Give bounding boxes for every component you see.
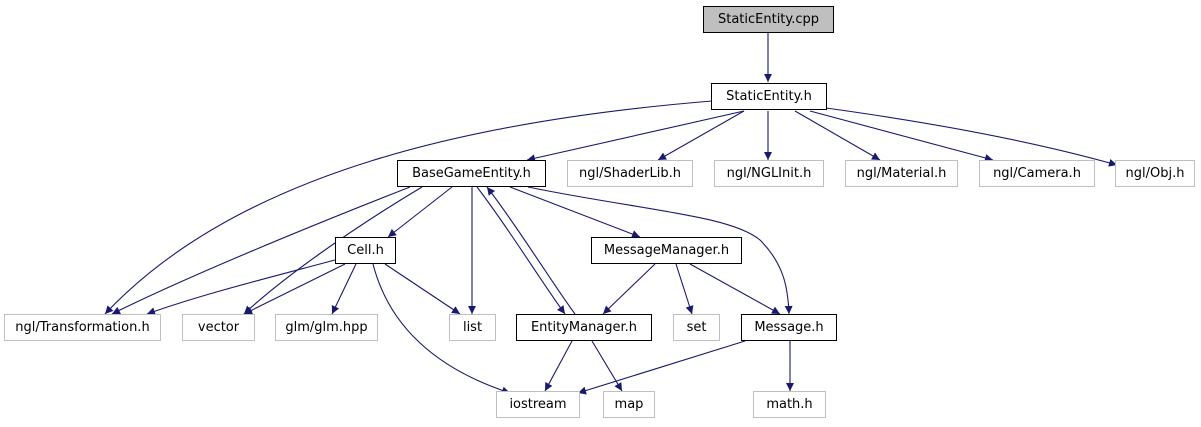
edge-basegameentity-h-to-messagemanager-h	[509, 186, 641, 238]
edge-messagemanager-h-to-message-h	[689, 263, 781, 315]
edge-staticentity-h-to-ngl-obj-h	[825, 107, 1118, 167]
edge-basegameentity-h-to-entitymanager-h	[476, 186, 566, 315]
edge-cell-h-to-vector	[243, 263, 346, 315]
node-math-h[interactable]: math.h	[753, 391, 826, 418]
edge-cell-h-to-ngl-transformation-h	[146, 259, 336, 316]
node-ngl-nglinit-h[interactable]: ngl/NGLInit.h	[714, 160, 824, 187]
node-ngl-transformation-h[interactable]: ngl/Transformation.h	[4, 314, 161, 341]
edge-basegameentity-h-to-vector	[243, 186, 423, 315]
node-set[interactable]: set	[673, 314, 720, 341]
edge-message-h-to-iostream	[577, 340, 746, 395]
edge-basegameentity-h-to-message-h	[527, 186, 793, 315]
edge-entitymanager-h-to-iostream	[544, 340, 573, 392]
edge-cell-h-to-glm-glm-hpp	[331, 263, 357, 315]
edge-staticentity-h-to-ngl-transformation-h	[104, 100, 713, 315]
edge-cell-h-to-iostream	[372, 263, 511, 395]
edge-staticentity-h-to-ngl-shaderlib-h	[657, 110, 745, 161]
node-vector[interactable]: vector	[182, 314, 255, 341]
node-map[interactable]: map	[603, 391, 655, 418]
edge-messagemanager-h-to-entitymanager-h	[602, 263, 656, 315]
node-list[interactable]: list	[449, 314, 496, 341]
edge-messagemanager-h-to-set	[675, 263, 694, 315]
edge-entitymanager-h-to-map	[591, 340, 623, 392]
node-staticentity-cpp[interactable]: StaticEntity.cpp	[703, 6, 834, 33]
node-ngl-obj-h[interactable]: ngl/Obj.h	[1115, 160, 1195, 187]
node-ngl-shaderlib-h[interactable]: ngl/ShaderLib.h	[567, 160, 693, 187]
node-basegameentity-h[interactable]: BaseGameEntity.h	[397, 160, 546, 187]
edge-staticentity-h-to-ngl-camera-h	[809, 110, 994, 162]
edge-staticentity-h-to-ngl-material-h	[794, 110, 881, 161]
node-staticentity-h[interactable]: StaticEntity.h	[711, 83, 827, 110]
edge-basegameentity-h-to-ngl-transformation-h	[111, 186, 411, 315]
node-entitymanager-h[interactable]: EntityManager.h	[516, 314, 652, 341]
edge-basegameentity-h-to-cell-h	[387, 186, 453, 238]
node-glm-glm-hpp[interactable]: glm/glm.hpp	[275, 314, 378, 341]
node-messagemanager-h[interactable]: MessageManager.h	[591, 237, 742, 264]
node-iostream[interactable]: iostream	[496, 391, 580, 418]
edge-entitymanager-h-to-basegameentity-h	[486, 186, 576, 315]
edge-cell-h-to-list	[384, 263, 461, 315]
node-ngl-material-h[interactable]: ngl/Material.h	[845, 160, 958, 187]
node-cell-h[interactable]: Cell.h	[335, 237, 396, 264]
node-message-h[interactable]: Message.h	[741, 314, 837, 341]
edge-staticentity-h-to-basegameentity-h	[526, 110, 745, 163]
node-ngl-camera-h[interactable]: ngl/Camera.h	[979, 160, 1095, 187]
